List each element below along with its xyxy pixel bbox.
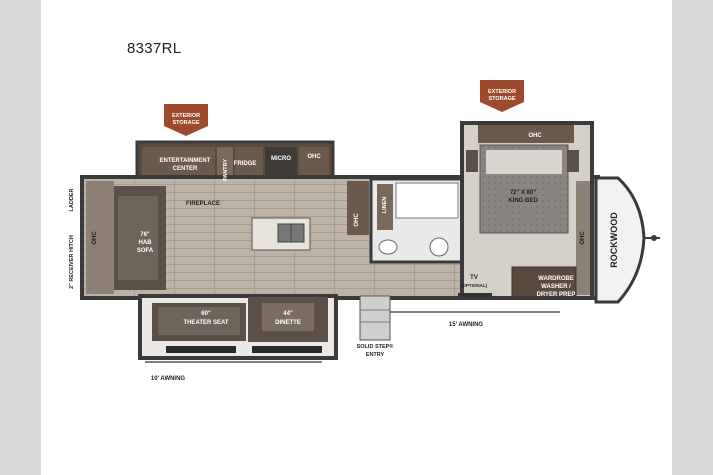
bath-sink-icon (429, 237, 449, 257)
svg-text:10' AWNING: 10' AWNING (151, 376, 186, 382)
svg-text:2" RECEIVER HITCH: 2" RECEIVER HITCH (69, 235, 75, 289)
svg-text:OHC: OHC (92, 231, 98, 245)
svg-text:MICRO: MICRO (271, 156, 291, 162)
bedroom-ohc (478, 125, 574, 143)
toilet-icon (378, 239, 398, 255)
svg-text:PANTRY: PANTRY (223, 159, 229, 181)
svg-text:OHC: OHC (307, 154, 321, 160)
exterior-storage-badge-left (164, 104, 208, 136)
svg-text:SOLID STEP®: SOLID STEP® (357, 343, 394, 350)
svg-text:60": 60" (201, 311, 211, 317)
svg-text:ENTRY: ENTRY (366, 352, 385, 358)
svg-text:OHC: OHC (354, 213, 360, 227)
svg-text:THEATER SEAT: THEATER SEAT (183, 320, 228, 326)
entry-steps (359, 295, 391, 341)
svg-text:76": 76" (140, 232, 150, 238)
svg-text:WARDROBE: WARDROBE (538, 276, 574, 282)
rear-ohc (86, 181, 114, 294)
right-margin (672, 0, 713, 475)
exterior-storage-badge-right (480, 80, 524, 112)
svg-text:KING BED: KING BED (508, 198, 538, 204)
svg-text:FIREPLACE: FIREPLACE (186, 201, 220, 207)
front-ohc (576, 181, 590, 295)
svg-text:STORAGE: STORAGE (172, 120, 199, 126)
shower (395, 182, 459, 219)
svg-text:SOFA: SOFA (137, 248, 154, 254)
svg-text:EXTERIOR: EXTERIOR (172, 113, 200, 119)
svg-text:LADDER: LADDER (69, 189, 75, 212)
svg-text:LINEN: LINEN (382, 197, 388, 214)
svg-text:ROCKWOOD: ROCKWOOD (609, 212, 619, 268)
svg-text:FRIDGE: FRIDGE (234, 161, 257, 167)
tv-icon (458, 293, 492, 297)
svg-text:OHC: OHC (580, 231, 586, 245)
svg-text:15' AWNING: 15' AWNING (449, 322, 484, 328)
svg-text:44": 44" (283, 311, 293, 317)
left-margin (0, 0, 41, 475)
svg-text:ENTERTAINMENT: ENTERTAINMENT (160, 158, 211, 164)
svg-text:HAB: HAB (139, 240, 153, 246)
svg-text:CENTER: CENTER (173, 166, 198, 172)
svg-text:DRYER PREP: DRYER PREP (537, 292, 576, 298)
svg-text:72" X 80": 72" X 80" (510, 190, 537, 196)
svg-text:WASHER /: WASHER / (541, 284, 571, 290)
model-number: 8337RL (127, 40, 182, 57)
svg-text:OHC: OHC (528, 133, 542, 139)
wardrobe (511, 266, 577, 298)
front-cap (594, 176, 646, 304)
svg-text:(OPTIONAL): (OPTIONAL) (461, 283, 488, 288)
svg-text:DINETTE: DINETTE (275, 320, 301, 326)
svg-text:EXTERIOR: EXTERIOR (488, 89, 516, 95)
svg-text:TV: TV (470, 275, 478, 281)
svg-text:STORAGE: STORAGE (488, 96, 515, 102)
